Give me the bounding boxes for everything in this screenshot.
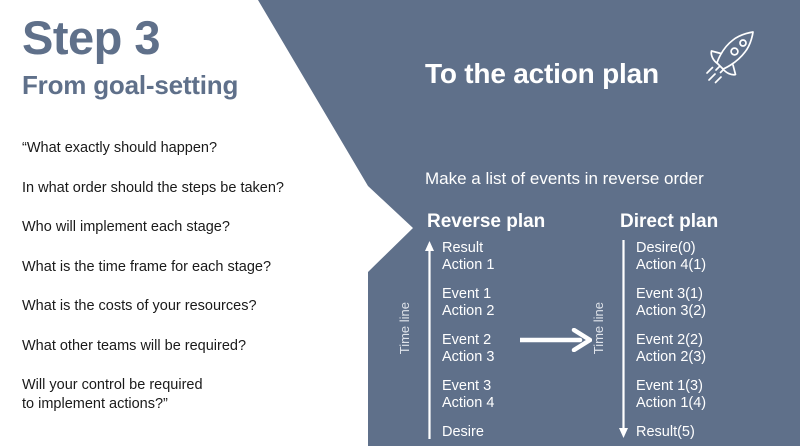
list-item: Event 3(1) Action 3(2) <box>636 286 786 320</box>
plan-line: Action 2 <box>442 302 495 319</box>
plan-line: Action 4(1) <box>636 256 707 273</box>
rocket-icon <box>706 31 754 84</box>
plan-line: Action 1 <box>442 256 495 273</box>
plan-line: Action 4 <box>442 394 495 411</box>
page-subtitle: From goal-setting <box>22 70 239 100</box>
right-panel-title: To the action plan <box>425 58 659 89</box>
plan-line: Result(5) <box>636 423 695 440</box>
list-item: Who will implement each stage? <box>22 219 230 236</box>
plan-line: Desire <box>442 423 484 440</box>
list-item: Will your control be required to impleme… <box>22 377 203 412</box>
timeline-arrow-up-icon <box>425 241 434 439</box>
plan-line: Event 1(3) <box>636 377 703 394</box>
timeline-arrow-down-icon <box>619 240 628 438</box>
list-item: What is the time frame for each stage? <box>22 258 272 275</box>
list-item: Event 1(3) Action 1(4) <box>636 378 786 412</box>
plan-line: Action 2(3) <box>636 348 707 365</box>
direct-plan-list: Desire(0) Action 4(1) Event 3(1) Action … <box>636 240 786 441</box>
plan-line: Action 3(2) <box>636 302 707 319</box>
list-item: Result(5) <box>636 424 786 441</box>
list-item: Event 1 Action 2 <box>442 286 592 320</box>
plan-line: Desire(0) <box>636 240 696 256</box>
plan-line: Action 3 <box>442 348 495 365</box>
timeline-label: Time line <box>397 302 412 355</box>
plan-line: Event 3 <box>442 377 492 394</box>
list-item: Event 3 Action 4 <box>442 378 592 412</box>
list-item: Desire <box>442 424 592 441</box>
plan-line: Event 1 <box>442 285 492 302</box>
list-item: Event 2(2) Action 2(3) <box>636 332 786 366</box>
plan-line: Event 2(2) <box>636 331 703 348</box>
list-item: In what order should the steps be taken? <box>22 179 284 196</box>
plan-line: Action 1(4) <box>636 394 707 411</box>
reverse-plan-list: Result Action 1 Event 1 Action 2 Event 2… <box>442 240 592 441</box>
direct-plan-heading: Direct plan <box>620 211 719 232</box>
right-panel-subtitle: Make a list of events in reverse order <box>425 169 704 188</box>
arrow-right-icon <box>520 328 592 352</box>
list-item: Result Action 1 <box>442 240 592 274</box>
list-item: Desire(0) Action 4(1) <box>636 240 786 274</box>
reverse-plan-heading: Reverse plan <box>427 211 546 232</box>
question-list: “What exactly should happen? In what ord… <box>22 139 352 413</box>
list-item: “What exactly should happen? <box>22 140 218 156</box>
plan-line: Event 2 <box>442 331 492 348</box>
plan-line: Event 3(1) <box>636 285 703 302</box>
direct-plan-group: Time line Desire(0) Action 4(1) Event 3(… <box>591 240 792 441</box>
list-item: What other teams will be required? <box>22 337 247 354</box>
plan-line: Result <box>442 240 484 256</box>
list-item: Event 2 Action 3 <box>442 332 592 366</box>
timeline-label: Time line <box>591 302 606 355</box>
list-item: What is the costs of your resources? <box>22 298 257 315</box>
left-column: Step 3 From goal-setting “What exactly s… <box>22 11 352 413</box>
page-title: Step 3 <box>22 11 161 64</box>
reverse-plan-group: Time line Result Action 1 Event 1 Action… <box>397 240 588 440</box>
